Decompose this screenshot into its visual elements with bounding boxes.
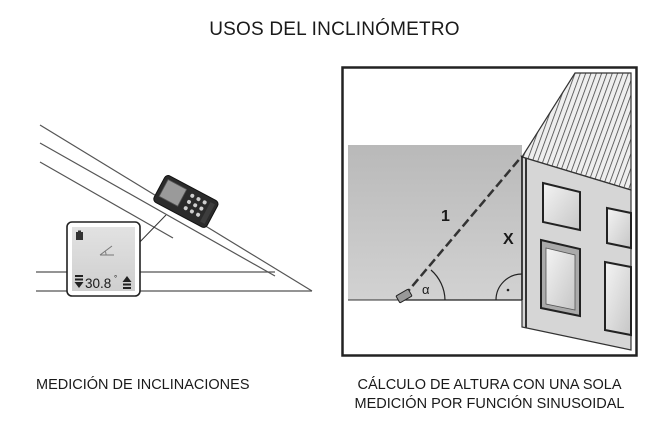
display-unit: ° bbox=[114, 274, 117, 283]
scene-contents: 1 X α bbox=[348, 72, 632, 351]
height-scene: 1 X α bbox=[341, 66, 638, 357]
right-angle-dot bbox=[506, 288, 510, 292]
ramp-inner-edge bbox=[39, 142, 276, 277]
arrow-down-icon bbox=[74, 275, 84, 288]
door-glass bbox=[545, 247, 576, 311]
arrow-up-icon bbox=[122, 276, 132, 289]
display-value: 30.8 bbox=[85, 276, 111, 291]
height-label: X bbox=[503, 231, 514, 248]
ramp-lower-edge bbox=[39, 161, 174, 239]
alpha-label: α bbox=[422, 282, 430, 297]
laser-measure-device bbox=[153, 175, 219, 228]
inclination-scene: 30.8 ° bbox=[36, 124, 313, 297]
caption-inclination: MEDICIÓN DE INCLINACIONES bbox=[36, 377, 250, 393]
background-wall bbox=[348, 145, 522, 300]
window-lower-right bbox=[604, 260, 632, 337]
laser-device-ground bbox=[395, 288, 413, 304]
page-title: USOS DEL INCLINÓMETRO bbox=[209, 19, 460, 40]
caption-height: CÁLCULO DE ALTURA CON UNA SOLA MEDICIÓN … bbox=[317, 376, 662, 414]
distance-label: 1 bbox=[441, 208, 450, 225]
display-zoom: 30.8 ° bbox=[66, 221, 141, 297]
window-upper-right bbox=[606, 206, 632, 250]
caption-height-line2: MEDICIÓN POR FUNCIÓN SINUSOIDAL bbox=[354, 396, 625, 412]
battery-icon bbox=[76, 230, 83, 240]
window-upper-left bbox=[542, 181, 581, 232]
caption-height-line1: CÁLCULO DE ALTURA CON UNA SOLA bbox=[357, 377, 622, 393]
right-angle-icon bbox=[495, 273, 523, 301]
alpha-arc bbox=[430, 269, 446, 301]
laser-beam-line bbox=[403, 155, 523, 297]
angle-icon bbox=[99, 245, 114, 256]
